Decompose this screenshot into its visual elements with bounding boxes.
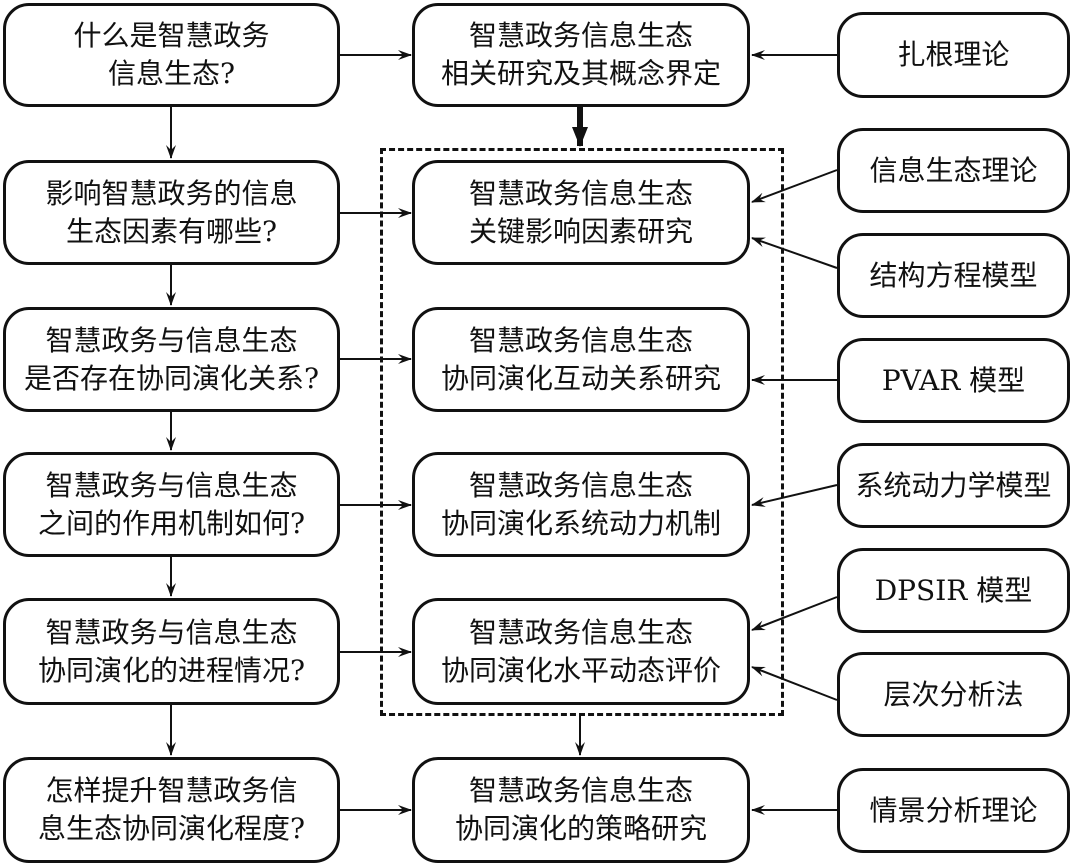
question-text: 怎样提升智慧政务信 [45,774,298,807]
method-box-2: 信息生态理论 [837,128,1070,213]
research-box-1: 智慧政务信息生态 相关研究及其概念界定 [412,3,750,107]
method-label: 层次分析法 [883,677,1024,711]
method-box-1: 扎根理论 [837,12,1070,98]
method-box-5: 系统动力学模型 [837,443,1070,528]
method-box-7: 层次分析法 [837,652,1070,737]
question-text: 生态因素有哪些? [65,214,277,248]
method-box-4: PVAR 模型 [837,338,1070,423]
research-text: 智慧政务信息生态 [468,774,693,807]
research-box-5: 智慧政务信息生态 协同演化水平动态评价 [412,598,750,705]
method-label: 系统动力学模型 [855,468,1052,502]
question-text: 影响智慧政务的信息 [45,176,298,210]
research-text: 智慧政务信息生态 [468,468,693,502]
method-box-6: DPSIR 模型 [837,548,1070,633]
method-label: DPSIR 模型 [874,573,1033,607]
question-text: 之间的作用机制如何? [37,506,305,540]
research-box-3: 智慧政务信息生态 协同演化互动关系研究 [412,307,750,412]
question-text: 智慧政务与信息生态 [45,323,298,357]
research-text: 协同演化水平动态评价 [440,653,721,687]
research-text: 协同演化互动关系研究 [440,361,721,395]
core-research-group-frame [380,148,784,716]
research-text: 智慧政务信息生态 [468,323,693,357]
method-box-3: 结构方程模型 [837,233,1070,318]
question-text: 智慧政务与信息生态 [45,615,298,649]
question-text: 息生态协同演化程度? [37,812,305,845]
question-text: 什么是智慧政务 [73,19,270,52]
research-text: 协同演化的策略研究 [454,812,707,845]
question-text: 智慧政务与信息生态 [45,468,298,502]
method-label: 信息生态理论 [869,153,1038,187]
research-text: 关键影响因素研究 [468,214,693,248]
research-box-4: 智慧政务信息生态 协同演化系统动力机制 [412,452,750,557]
question-text: 信息生态? [107,57,235,90]
method-label: 情景分析理论 [869,793,1038,827]
research-text: 协同演化系统动力机制 [440,506,721,540]
question-text: 协同演化的进程情况? [37,653,305,687]
method-label: PVAR 模型 [881,363,1026,397]
method-label: 结构方程模型 [869,258,1038,292]
research-box-2: 智慧政务信息生态 关键影响因素研究 [412,160,750,265]
method-box-8: 情景分析理论 [837,768,1070,853]
question-box-1: 什么是智慧政务 信息生态? [3,3,340,107]
research-text: 相关研究及其概念界定 [440,57,721,90]
research-text: 智慧政务信息生态 [468,19,693,52]
question-text: 是否存在协同演化关系? [23,361,319,395]
question-box-6: 怎样提升智慧政务信 息生态协同演化程度? [3,757,340,863]
question-box-5: 智慧政务与信息生态 协同演化的进程情况? [3,598,340,705]
question-box-2: 影响智慧政务的信息 生态因素有哪些? [3,160,340,265]
question-box-4: 智慧政务与信息生态 之间的作用机制如何? [3,452,340,557]
method-label: 扎根理论 [897,38,1010,71]
question-box-3: 智慧政务与信息生态 是否存在协同演化关系? [3,307,340,412]
research-box-6: 智慧政务信息生态 协同演化的策略研究 [412,757,750,863]
research-text: 智慧政务信息生态 [468,176,693,210]
research-text: 智慧政务信息生态 [468,615,693,649]
